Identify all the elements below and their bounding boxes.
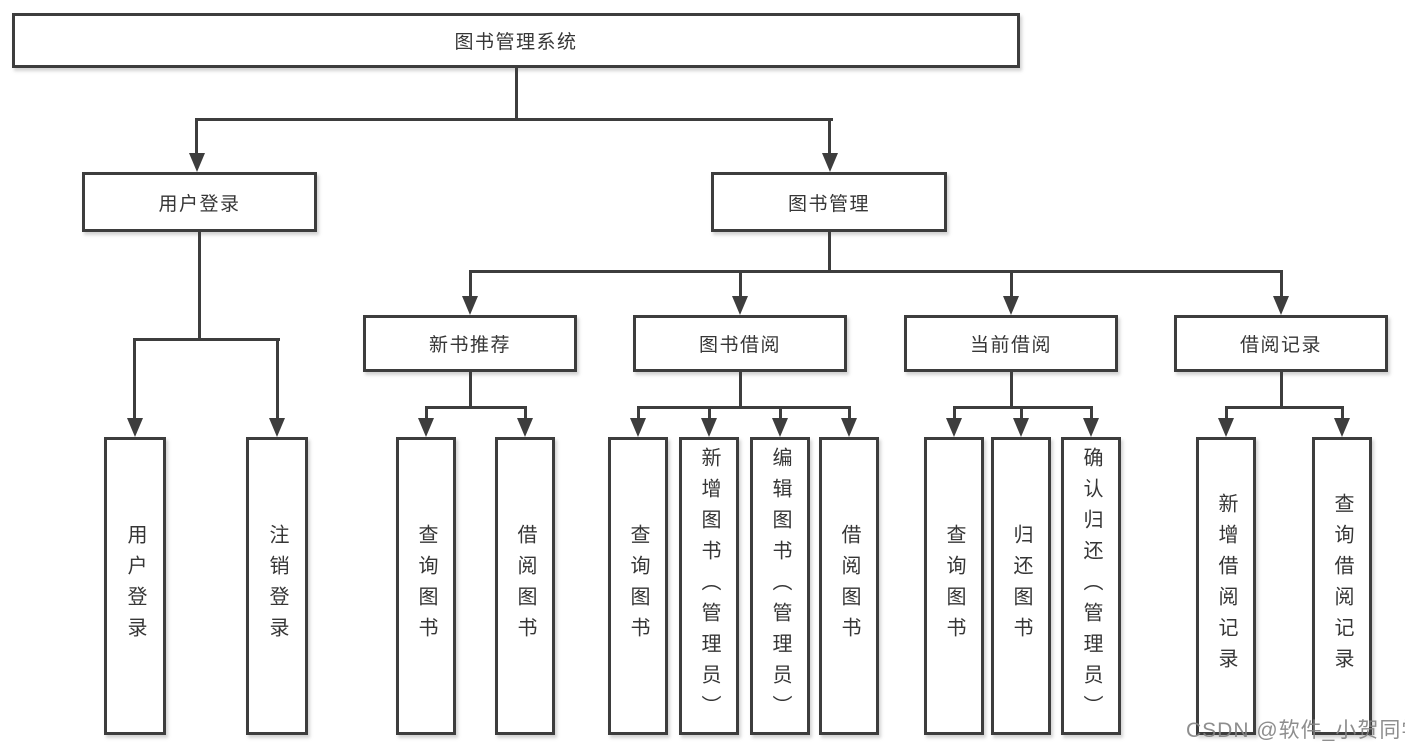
connector-line	[708, 406, 711, 419]
arrowhead-icon	[517, 418, 533, 437]
connector-line	[828, 118, 831, 154]
arrowhead-icon	[701, 418, 717, 437]
leaf-query-books-borrowing: 查询图书	[608, 437, 668, 735]
node-label: 图书管理	[787, 193, 870, 215]
connector-line	[953, 406, 956, 419]
node-label: 确认归还（管理员）	[1080, 446, 1102, 726]
connector-line	[469, 270, 472, 297]
arrowhead-icon	[1013, 418, 1029, 437]
node-current-borrowing: 当前借阅	[904, 315, 1118, 372]
arrowhead-icon	[841, 418, 857, 437]
node-new-book-recommendation: 新书推荐	[363, 315, 577, 372]
leaf-logout: 注销登录	[246, 437, 308, 735]
leaf-edit-books-admin: 编辑图书（管理员）	[750, 437, 810, 735]
connector-line	[134, 338, 280, 341]
connector-line	[1010, 372, 1013, 406]
node-label: 查询图书	[627, 524, 649, 648]
leaf-borrow-books-recommend: 借阅图书	[495, 437, 555, 735]
connector-line	[425, 406, 527, 409]
node-label: 借阅图书	[838, 524, 860, 648]
node-label: 用户登录	[124, 524, 146, 648]
connector-line	[739, 372, 742, 406]
connector-line	[1010, 270, 1013, 297]
leaf-confirm-return-admin: 确认归还（管理员）	[1061, 437, 1121, 735]
connector-line	[1341, 406, 1344, 419]
connector-line	[779, 406, 782, 419]
arrowhead-icon	[269, 418, 285, 437]
connector-line	[1020, 406, 1023, 419]
leaf-user-login: 用户登录	[104, 437, 166, 735]
leaf-return-books: 归还图书	[991, 437, 1051, 735]
arrowhead-icon	[418, 418, 434, 437]
connector-line	[469, 270, 1283, 273]
arrowhead-icon	[1334, 418, 1350, 437]
connector-line	[133, 338, 136, 419]
node-book-management: 图书管理	[711, 172, 947, 232]
connector-line	[848, 406, 851, 419]
connector-line	[276, 338, 279, 419]
node-label: 查询图书	[943, 524, 965, 648]
node-label: 图书借阅	[698, 335, 781, 356]
arrowhead-icon	[1273, 296, 1289, 315]
connector-line	[1280, 270, 1283, 297]
leaf-borrow-books-borrowing: 借阅图书	[819, 437, 879, 735]
connector-line	[1225, 406, 1228, 419]
arrowhead-icon	[732, 296, 748, 315]
node-label: 新增图书（管理员）	[698, 446, 720, 726]
node-label: 借阅图书	[514, 524, 536, 648]
leaf-query-books-current: 查询图书	[924, 437, 984, 735]
node-label: 新书推荐	[428, 335, 511, 356]
leaf-add-borrow-record: 新增借阅记录	[1196, 437, 1256, 735]
node-label: 查询图书	[415, 524, 437, 648]
arrowhead-icon	[1083, 418, 1099, 437]
connector-line	[637, 406, 640, 419]
node-label: 当前借阅	[969, 335, 1052, 356]
connector-line	[425, 406, 428, 419]
arrowhead-icon	[630, 418, 646, 437]
node-user-login: 用户登录	[82, 172, 317, 232]
connector-line	[469, 372, 472, 406]
arrowhead-icon	[462, 296, 478, 315]
connector-line	[739, 270, 742, 297]
arrowhead-icon	[189, 153, 205, 172]
node-borrowing-records: 借阅记录	[1174, 315, 1388, 372]
leaf-add-books-admin: 新增图书（管理员）	[679, 437, 739, 735]
node-library-management-system: 图书管理系统	[12, 13, 1020, 68]
node-label: 注销登录	[266, 524, 288, 648]
node-book-borrowing: 图书借阅	[633, 315, 847, 372]
node-label: 归还图书	[1010, 524, 1032, 648]
connector-line	[195, 118, 198, 154]
arrowhead-icon	[822, 153, 838, 172]
arrowhead-icon	[772, 418, 788, 437]
leaf-query-borrow-record: 查询借阅记录	[1312, 437, 1372, 735]
node-label: 编辑图书（管理员）	[769, 446, 791, 726]
arrowhead-icon	[946, 418, 962, 437]
csdn-watermark: CSDN @软件_小贺同学	[1186, 719, 1405, 742]
connector-line	[1090, 406, 1093, 419]
connector-line	[1225, 406, 1344, 409]
node-label: 图书管理系统	[454, 32, 578, 53]
node-label: 用户登录	[158, 193, 241, 215]
arrowhead-icon	[1003, 296, 1019, 315]
connector-line	[524, 406, 527, 419]
connector-line	[637, 406, 851, 409]
node-label: 查询借阅记录	[1331, 493, 1353, 679]
node-label: 借阅记录	[1239, 335, 1322, 356]
connector-line	[953, 406, 1093, 409]
connector-line	[828, 232, 831, 270]
arrowhead-icon	[1218, 418, 1234, 437]
leaf-query-books-recommend: 查询图书	[396, 437, 456, 735]
connector-line	[196, 118, 833, 121]
node-label: 新增借阅记录	[1215, 493, 1237, 679]
arrowhead-icon	[127, 418, 143, 437]
connector-line	[1280, 372, 1283, 406]
connector-line	[198, 232, 201, 338]
connector-line	[515, 68, 518, 118]
